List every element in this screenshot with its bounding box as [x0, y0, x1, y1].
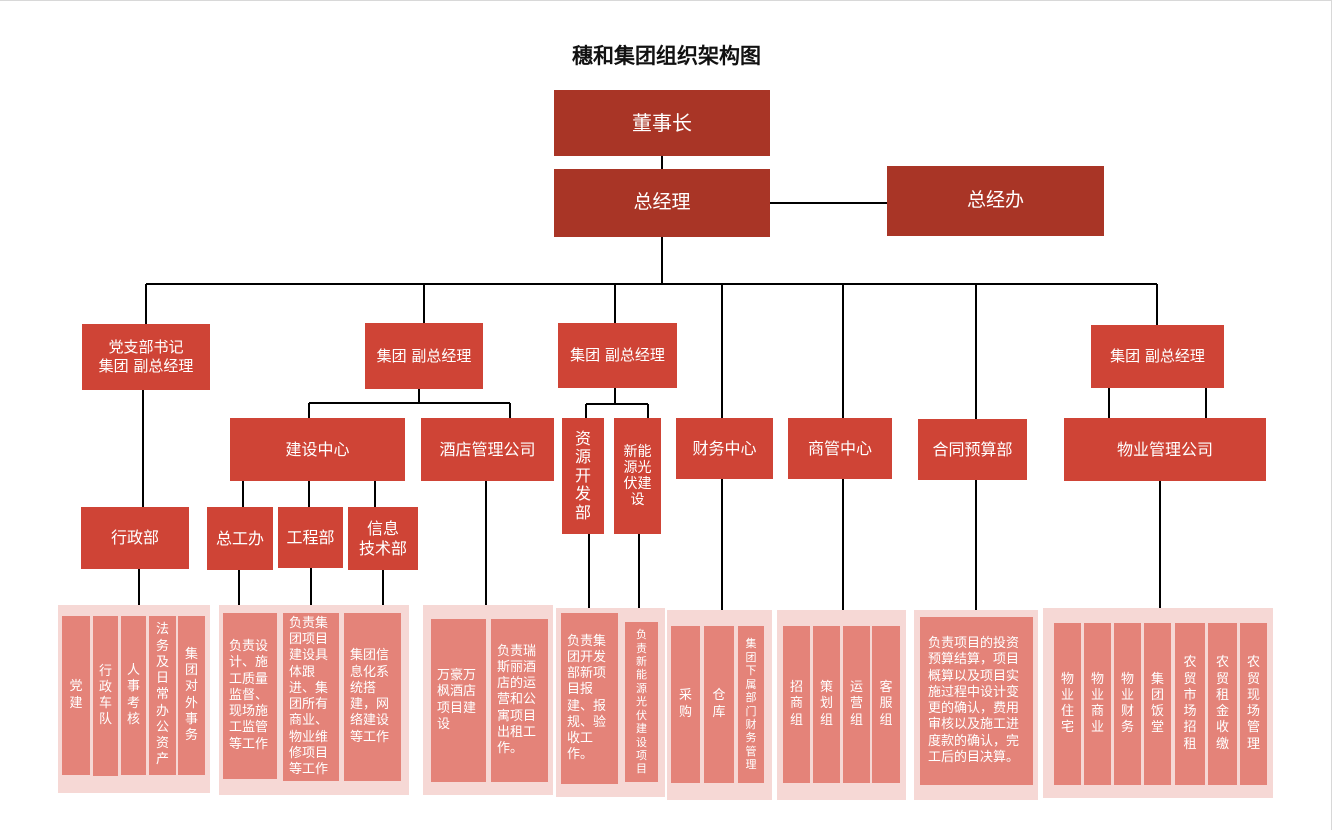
vp-construction-box: 集团 副总经理: [365, 323, 483, 389]
resource-dev-label: 资源开发部: [575, 429, 592, 522]
contract-budget-box: 合同预算部: [918, 419, 1027, 480]
leaf-hr-assessment: 人事考核: [121, 616, 146, 775]
admin-dept-box: 行政部: [81, 507, 189, 569]
leaf-service-group: 客服组: [872, 626, 900, 783]
construction-center-label: 建设中心: [285, 439, 350, 459]
new-energy-box: 新能源光伏建设: [614, 418, 661, 534]
leaf-market-leasing: 农贸市场招租: [1175, 623, 1205, 785]
leaf-chief-engineer-duties: 负责设计、施工质量监督、现场施工监管等工作: [223, 613, 277, 779]
leaf-external-affairs: 集团对外事务: [178, 616, 205, 775]
it-dept-label: 信息 技术部: [358, 518, 407, 558]
leaf-legal-assets: 法务及日常办公资产: [149, 616, 176, 775]
resource-dev-box: 资源开发部: [562, 418, 604, 534]
leaf-it-duties: 集团信息化系统搭建，网络建设等工作: [344, 613, 401, 781]
leaf-planning-group: 策划组: [813, 626, 840, 783]
vp-resource-box: 集团 副总经理: [558, 323, 677, 388]
property-management-label: 物业管理公司: [1116, 439, 1213, 459]
leaf-canteen: 集团饭堂: [1144, 623, 1171, 785]
vp-property-box: 集团 副总经理: [1091, 325, 1224, 388]
hotel-management-box: 酒店管理公司: [421, 418, 554, 481]
leaf-hotel-operations: 负责瑞斯丽酒店的运营和公寓项目出租工作。: [491, 619, 548, 782]
leaf-contract-duties: 负责项目的投资预算结算，项目概算以及项目实施过程中设计变更的确认，费用审核以及施…: [920, 617, 1033, 785]
gm-office-label: 总经办: [966, 189, 1024, 212]
leaf-admin-fleet: 行政车队: [93, 616, 118, 776]
party-secretary-box: 党支部书记 集团 副总经理: [82, 324, 210, 390]
leaf-procurement: 采购: [671, 626, 700, 783]
party-secretary-label: 党支部书记 集团 副总经理: [98, 338, 194, 375]
construction-center-box: 建设中心: [230, 418, 405, 481]
chairman-label: 董事长: [632, 110, 692, 135]
leaf-new-energy-duties: 负责新能源光伏建设项目: [625, 622, 658, 782]
vp-resource-label: 集团 副总经理: [570, 346, 665, 365]
vp-property-label: 集团 副总经理: [1110, 347, 1205, 366]
contract-budget-label: 合同预算部: [932, 439, 1013, 459]
leaf-party-building: 党建: [62, 616, 90, 775]
leaf-warehouse: 仓库: [704, 626, 734, 783]
general-manager-box: 总经理: [554, 169, 770, 237]
admin-dept-label: 行政部: [110, 528, 159, 547]
leaf-leasing-group: 招商组: [783, 626, 810, 783]
chief-engineer-office-box: 总工办: [207, 507, 273, 570]
leaf-rent-collection: 农贸租金收缴: [1208, 623, 1237, 785]
commerce-center-label: 商管中心: [807, 438, 872, 458]
finance-center-box: 财务中心: [676, 418, 773, 479]
new-energy-label: 新能源光伏建设: [623, 443, 652, 509]
engineering-dept-label: 工程部: [286, 527, 335, 547]
gm-office-box: 总经办: [887, 166, 1104, 236]
hotel-management-label: 酒店管理公司: [439, 439, 536, 459]
general-manager-label: 总经理: [633, 191, 691, 214]
property-management-box: 物业管理公司: [1064, 418, 1266, 481]
leaf-resource-dev-duties: 负责集团开发部新项目报建、报规、验收工作。: [561, 613, 618, 784]
vp-construction-label: 集团 副总经理: [376, 346, 472, 365]
finance-center-label: 财务中心: [692, 438, 757, 458]
chairman-box: 董事长: [554, 90, 770, 156]
leaf-subsidiary-finance: 集团下属部门财务管理: [738, 626, 764, 783]
leaf-engineering-duties: 负责集团项目建设具体跟进、集团所有商业、物业维修项目等工作: [283, 613, 339, 781]
leaf-hotel-project: 万豪万枫酒店项目建设: [431, 619, 486, 782]
commerce-center-box: 商管中心: [788, 418, 892, 479]
engineering-dept-box: 工程部: [278, 507, 343, 568]
chief-engineer-office-label: 总工办: [215, 528, 264, 548]
chart-title: 穗和集团组织架构图: [572, 44, 761, 68]
leaf-residential-property: 物业住宅: [1054, 623, 1081, 785]
leaf-property-finance: 物业财务: [1114, 623, 1141, 785]
leaf-commercial-property: 物业商业: [1084, 623, 1111, 785]
it-dept-box: 信息 技术部: [348, 507, 418, 570]
leaf-market-management: 农贸现场管理: [1240, 623, 1267, 785]
leaf-operations-group: 运营组: [843, 626, 870, 783]
